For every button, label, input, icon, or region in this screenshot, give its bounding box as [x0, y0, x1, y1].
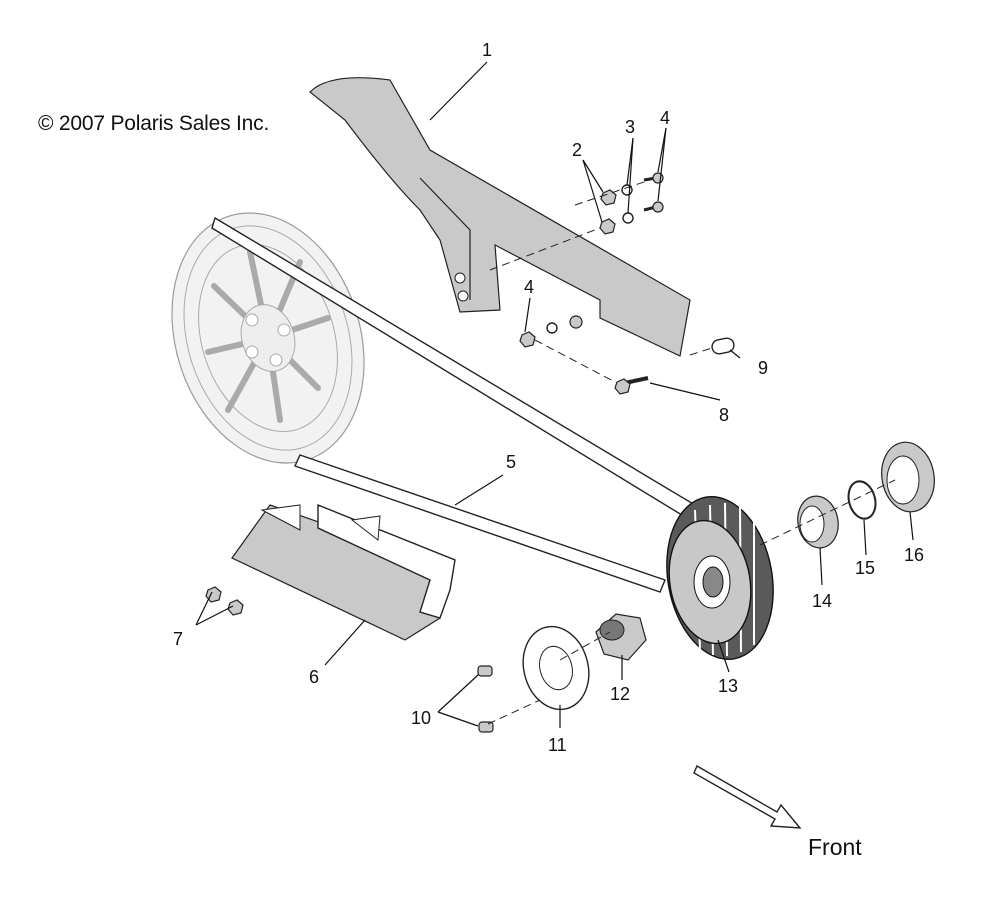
front-direction-label: Front	[808, 834, 862, 860]
callout-9: 9	[758, 358, 768, 378]
callout-3: 3	[625, 117, 635, 137]
callout-10: 10	[411, 708, 431, 728]
callout-6: 6	[309, 667, 319, 687]
callout-4-lower: 4	[524, 277, 534, 297]
leader-lines	[195, 61, 914, 728]
nuts-part-2	[599, 189, 617, 235]
callout-7: 7	[173, 629, 183, 649]
washers-part-3	[621, 184, 634, 224]
snap-ring-part-15	[847, 480, 877, 520]
nut-part-12	[595, 613, 647, 661]
callout-11: 11	[548, 735, 567, 755]
callout-14: 14	[812, 591, 832, 611]
bolts-part-7	[205, 586, 244, 616]
bolts-part-10	[477, 665, 494, 733]
callout-4-top: 4	[660, 108, 670, 128]
front-direction-arrow	[693, 765, 802, 829]
callout-2: 2	[572, 140, 582, 160]
bolt-part-4-lower	[519, 315, 583, 348]
callout-12: 12	[610, 684, 630, 704]
bolt-part-8	[614, 376, 649, 395]
callout-16: 16	[904, 545, 924, 565]
callout-13: 13	[718, 676, 738, 696]
lock-plate-part-11	[522, 625, 590, 711]
callout-8: 8	[719, 405, 729, 425]
rear-wheel-pulley	[171, 212, 365, 464]
front-drive-pulley	[666, 496, 774, 660]
callout-5: 5	[506, 452, 516, 472]
bearing-part-14	[797, 495, 839, 549]
callout-1: 1	[482, 40, 492, 60]
belt-guard	[309, 77, 691, 357]
lower-belt-guard	[231, 503, 456, 641]
spacer-part-9	[711, 337, 735, 355]
seal-part-16	[881, 441, 935, 513]
callout-15: 15	[855, 558, 875, 578]
copyright-notice: © 2007 Polaris Sales Inc.	[38, 112, 270, 135]
assembly-lines	[487, 179, 896, 725]
